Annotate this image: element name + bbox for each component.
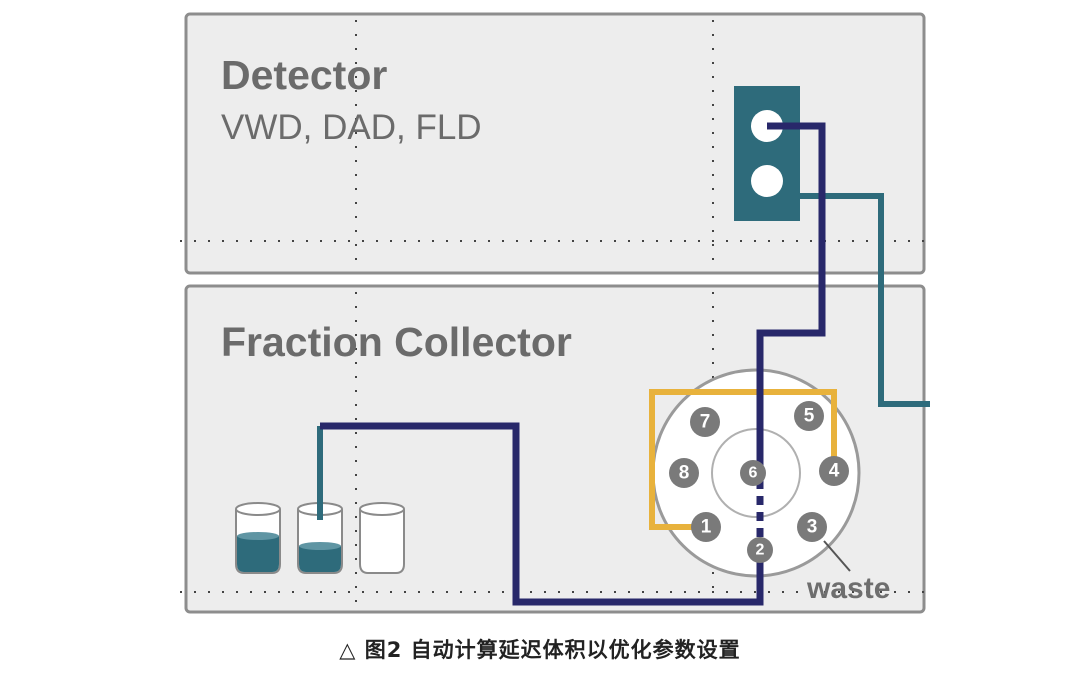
valve-port-5: 5 [794,401,824,431]
valve-port-7: 7 [690,407,720,437]
collector-return-line [320,422,764,606]
svg-text:5: 5 [804,406,815,427]
valve-port-1: 1 [691,512,721,542]
detector-flow-cell [734,86,822,221]
flow-cell-outlet-port [751,165,783,197]
svg-text:7: 7 [700,412,711,433]
waste-pointer-line [823,540,851,572]
svg-text:8: 8 [679,463,690,484]
valve-port-4: 4 [819,456,849,486]
vial-1 [235,502,281,574]
detector-title: Detector [221,52,387,98]
fraction-collector-title: Fraction Collector [221,319,572,365]
svg-text:1: 1 [701,517,712,538]
valve-port-8: 8 [669,458,699,488]
svg-text:3: 3 [807,517,818,538]
valve-port-2: 2 [747,537,773,563]
valve-port-3: 3 [797,512,827,542]
vial-3 [359,502,405,574]
collection-vials [235,502,405,574]
vial-2 [297,502,343,574]
svg-text:4: 4 [829,461,840,482]
detector-panel: Detector VWD, DAD, FLD [180,12,930,275]
waste-label: waste [806,572,890,605]
svg-text:2: 2 [756,542,765,559]
sample-loop [649,389,837,530]
valve-port-6: 6 [740,460,766,486]
valve-ports: 7 5 8 4 1 3 6 2 [669,401,849,563]
svg-text:6: 6 [749,465,758,482]
detector-subtitle: VWD, DAD, FLD [221,108,482,147]
figure-caption: △ 图2 自动计算延迟体积以优化参数设置 [339,638,741,662]
